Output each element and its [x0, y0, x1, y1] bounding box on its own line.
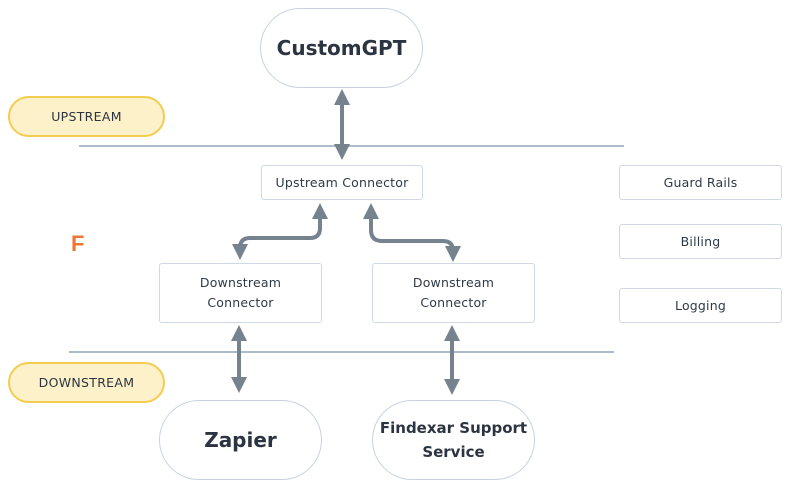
upstream-connector-node[interactable]: Upstream Connector — [261, 165, 423, 200]
downstream-zone-label: DOWNSTREAM — [38, 375, 135, 390]
service-billing-label: Billing — [680, 233, 721, 249]
customgpt-label: CustomGPT — [276, 36, 407, 60]
downstream-connector-left-line1: Downstream — [199, 275, 282, 290]
downstream-connector-right-node[interactable]: Downstream Connector — [372, 263, 535, 323]
downstream-connector-right-line2: Connector — [420, 295, 487, 310]
service-guard-rails-label: Guard Rails — [663, 174, 738, 190]
upstream-divider — [79, 145, 624, 147]
arrow-upstream-downstream-left — [232, 203, 328, 260]
findexar-support-line2: Service — [422, 443, 485, 461]
zapier-label: Zapier — [204, 428, 277, 452]
upstream-zone-label: UPSTREAM — [51, 109, 122, 124]
zapier-node[interactable]: Zapier — [159, 400, 322, 480]
downstream-divider — [69, 351, 614, 353]
downstream-connector-right-line1: Downstream — [412, 275, 495, 290]
service-logging-label: Logging — [675, 297, 726, 313]
arrow-upstream-downstream-right — [363, 203, 461, 262]
findexar-support-line1: Findexar Support — [379, 419, 528, 437]
upstream-connector-label: Upstream Connector — [275, 174, 409, 190]
service-logging[interactable]: Logging — [619, 288, 782, 323]
downstream-connector-left-line2: Connector — [207, 295, 274, 310]
findexar-logo-icon: F — [71, 231, 85, 256]
findexar-support-node[interactable]: Findexar Support Service — [372, 400, 535, 480]
downstream-zone-tag: DOWNSTREAM — [8, 362, 165, 403]
upstream-zone-tag: UPSTREAM — [8, 96, 165, 137]
service-guard-rails[interactable]: Guard Rails — [619, 165, 782, 200]
downstream-connector-left-node[interactable]: Downstream Connector — [159, 263, 322, 323]
service-billing[interactable]: Billing — [619, 224, 782, 259]
customgpt-node[interactable]: CustomGPT — [260, 8, 423, 88]
